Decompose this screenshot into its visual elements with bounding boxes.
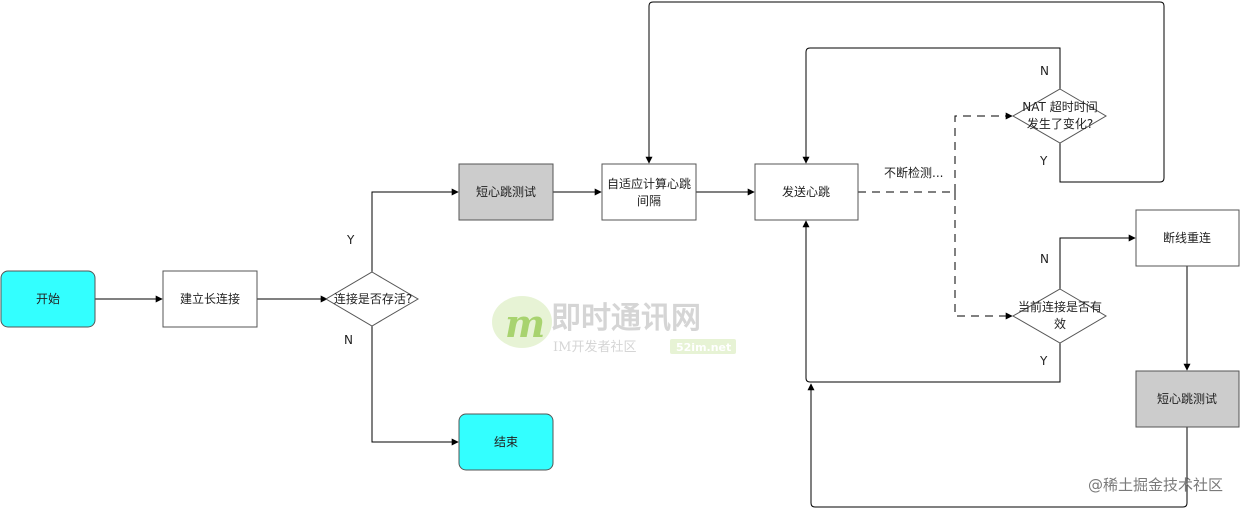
watermark-logo-icon: m (492, 296, 552, 348)
label-nat-yes: Y (1039, 154, 1048, 168)
svg-text:间隔: 间隔 (637, 194, 661, 208)
node-short-heartbeat-test-1: 短心跳测试 (458, 163, 554, 221)
svg-text:开始: 开始 (36, 292, 60, 306)
label-nat-no: N (1040, 64, 1049, 78)
edges (95, 1, 1191, 508)
node-connection-valid-diamond: 当前连接是否有 效 (1011, 288, 1107, 344)
svg-text:发送心跳: 发送心跳 (782, 184, 830, 199)
node-start: 开始 (0, 270, 96, 328)
label-valid-yes: Y (1039, 354, 1048, 368)
svg-text:建立长连接: 建立长连接 (180, 291, 240, 306)
svg-text:连接是否存活?: 连接是否存活? (334, 291, 412, 306)
node-short-heartbeat-test-2: 短心跳测试 (1135, 370, 1240, 428)
node-establish-connection: 建立长连接 (162, 270, 258, 328)
node-nat-change-diamond: NAT 超时时间 发生了变化? (1011, 88, 1107, 144)
svg-text:断线重连: 断线重连 (1163, 230, 1211, 245)
watermark-site: 52im.net (676, 341, 731, 354)
svg-text:m: m (505, 301, 545, 346)
watermark: m 即时通讯网 IM开发者社区 52im.net (492, 296, 736, 355)
watermark-title: 即时通讯网 (551, 301, 701, 336)
edge-nat-yes-loop-to-adaptive (645, 1, 1165, 183)
watermark-subtitle: IM开发者社区 (553, 339, 636, 355)
node-end: 结束 (458, 413, 554, 471)
svg-text:发生了变化?: 发生了变化? (1027, 116, 1093, 131)
edge-valid-no-to-reconnect (1059, 234, 1136, 289)
label-alive-no: N (344, 333, 353, 347)
edge-nat-no-loop-to-send (802, 47, 1061, 164)
svg-text:当前连接是否有: 当前连接是否有 (1018, 299, 1102, 314)
node-alive-check-diamond: 连接是否存活? (325, 271, 419, 327)
edge-alive-no-to-end (371, 326, 459, 446)
nodes: 开始 建立长连接 连接是否存活? 短心跳测试 结束 自适应计算心跳 间隔 发送心… (0, 88, 1240, 471)
edge-labels: Y N 不断检测... N Y N Y (344, 64, 1049, 368)
svg-text:结束: 结束 (494, 435, 518, 449)
watermark-site-badge (670, 339, 736, 354)
svg-text:效: 效 (1054, 316, 1066, 331)
label-valid-no: N (1040, 252, 1049, 266)
svg-text:短心跳测试: 短心跳测试 (476, 184, 536, 199)
edge-alive-yes-to-short-test (371, 188, 459, 272)
edge-short-test-2-loop-to-send (807, 383, 1188, 508)
footer-credit: @稀土掘金技术社区 (1088, 476, 1223, 494)
svg-text:短心跳测试: 短心跳测试 (1157, 391, 1217, 406)
node-reconnect: 断线重连 (1135, 209, 1240, 267)
node-send-heartbeat: 发送心跳 (754, 163, 859, 221)
svg-text:NAT 超时时间: NAT 超时时间 (1022, 99, 1097, 114)
edge-valid-yes-to-send (802, 220, 1061, 383)
edge-dashed-to-nat-check (954, 112, 1013, 192)
edge-dashed-to-valid-check (954, 192, 1013, 320)
label-alive-yes: Y (346, 233, 355, 247)
node-adaptive-interval: 自适应计算心跳 间隔 (601, 163, 697, 221)
label-detect: 不断检测... (884, 165, 943, 180)
svg-text:自适应计算心跳: 自适应计算心跳 (607, 176, 691, 191)
